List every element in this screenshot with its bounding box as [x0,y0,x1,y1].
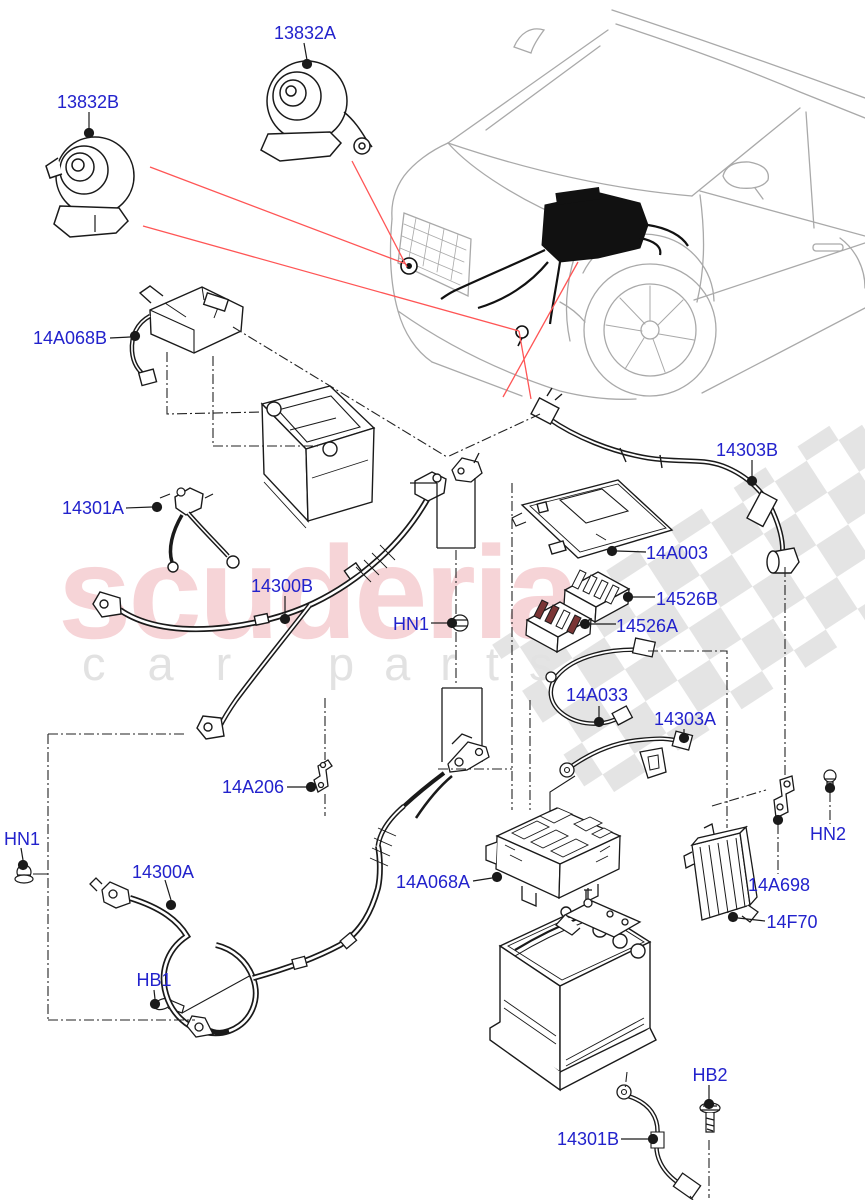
part-label-14A033[interactable]: 14A033 [565,685,629,705]
part-label-14A068B[interactable]: 14A068B [33,328,108,348]
checkered-flag-motif [492,410,865,805]
horn-13832b-drawing [45,136,135,238]
bracket-14a206-drawing [313,759,333,793]
bracket-14a698-drawing [773,775,795,819]
label-leaders [17,42,836,1145]
part-label-14A206[interactable]: 14A206 [221,777,285,797]
assembly-reference-lines [47,326,831,1200]
horn-13832a-drawing [260,60,373,162]
watermark-tagline-left: car [82,637,273,690]
part-label-14A003[interactable]: 14A003 [645,543,709,563]
watermark-brand: scuderia [58,519,582,666]
module-14f70-drawing [683,823,759,923]
ground-strap-drawing [447,733,490,773]
hn1-center-nut-drawing [451,614,469,632]
part-label-14526A[interactable]: 14526A [615,616,679,636]
aux-battery-drawing [260,385,376,529]
part-label-13832B[interactable]: 13832B [56,92,120,112]
part-label-14303B[interactable]: 14303B [715,440,779,460]
battery-holddown-drawing [554,888,642,938]
part-label-14526B[interactable]: 14526B [655,589,719,609]
part-label-13832A[interactable]: 13832A [273,23,337,43]
part-label-14300A[interactable]: 14300A [131,862,195,882]
part-label-14F70[interactable]: 14F70 [766,912,818,932]
module-14a068b-drawing [129,285,244,387]
engine-bay-harness-drawing [400,186,689,347]
part-label-14301A[interactable]: 14301A [61,498,125,518]
cable-14303b-drawing [530,387,800,574]
part-label-14303A[interactable]: 14303A [653,709,717,729]
watermark-tagline-right: parts [328,637,583,690]
part-label-HB2[interactable]: HB2 [692,1065,728,1085]
part-label-HN1-left[interactable]: HN1 [4,829,41,849]
harness-14300b-drawing [92,471,447,740]
part-label-HN2[interactable]: HN2 [809,824,847,844]
vehicle-drawing [389,9,865,400]
cover-14a003-drawing [511,479,674,559]
harness-14300a-drawing [89,771,453,1038]
cable-14a033-drawing [545,637,657,726]
part-label-14300B[interactable]: 14300B [250,576,314,596]
cable-14301b-drawing [616,1084,702,1200]
part-label-HB1[interactable]: HB1 [136,970,172,990]
fusebox-14a068a-drawing [485,807,622,907]
part-label-14301B[interactable]: 14301B [556,1129,620,1149]
part-label-14A698[interactable]: 14A698 [747,875,811,895]
locator-lines [142,160,579,400]
junction-bracket-drawing [410,452,483,762]
cable-14301a-drawing [159,487,240,573]
fusebox-14526b-drawing [563,569,631,624]
watermark: scuderia car parts [58,410,865,805]
part-label-HN1-center[interactable]: HN1 [392,614,430,634]
part-label-14A068A[interactable]: 14A068A [395,872,471,892]
